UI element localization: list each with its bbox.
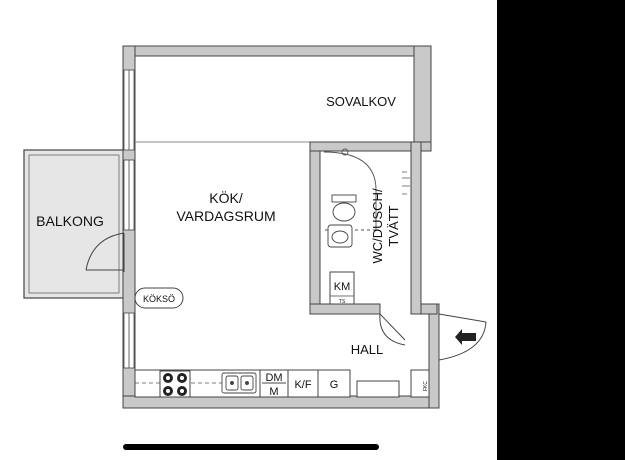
m-label: M (269, 386, 278, 398)
shower-mark-icon (402, 171, 410, 195)
floor-plan: KM TS KÖKSÖ (23, 45, 487, 409)
kok-label-line2: VARDAGSRUM (176, 208, 275, 224)
kf-label: K/F (294, 379, 311, 391)
kitchen-sink-icon (221, 372, 257, 394)
stove-icon (159, 370, 191, 398)
entry-door[interactable] (438, 313, 487, 361)
kitchen-island (134, 287, 184, 309)
balcony-door[interactable] (85, 232, 125, 272)
dm-label: DM (265, 372, 282, 384)
washing-machine (329, 271, 355, 305)
fkc-label: FKC (423, 381, 429, 391)
home-indicator[interactable] (123, 444, 379, 450)
wc-label-line2: TVÄTT (386, 205, 401, 246)
wc-label-line1: WC/DUSCH/ (370, 188, 385, 263)
bathroom-walls (309, 141, 432, 315)
bathroom-door[interactable] (379, 313, 406, 346)
balcony-area (23, 149, 125, 299)
balcony-railing (28, 154, 120, 294)
km-label: KM (334, 281, 351, 293)
hall-label: HALL (351, 342, 384, 357)
toilet-icon (331, 194, 357, 222)
floor-plan-canvas: KM TS KÖKSÖ (0, 0, 497, 460)
appliance-dividers (259, 370, 351, 397)
entry-arrow-icon (455, 329, 476, 345)
ts-label: TS (339, 299, 346, 305)
balkong-label: BALKONG (36, 213, 104, 229)
sovalkov-label: SOVALKOV (326, 94, 396, 109)
kokso-label: KÖKSÖ (143, 294, 175, 304)
windows (123, 69, 135, 369)
g-label: G (330, 379, 339, 391)
sink-icon (327, 224, 353, 248)
side-bar (497, 0, 625, 460)
hall-closet (356, 369, 430, 398)
kok-label-line1: KÖK/ (209, 189, 243, 206)
